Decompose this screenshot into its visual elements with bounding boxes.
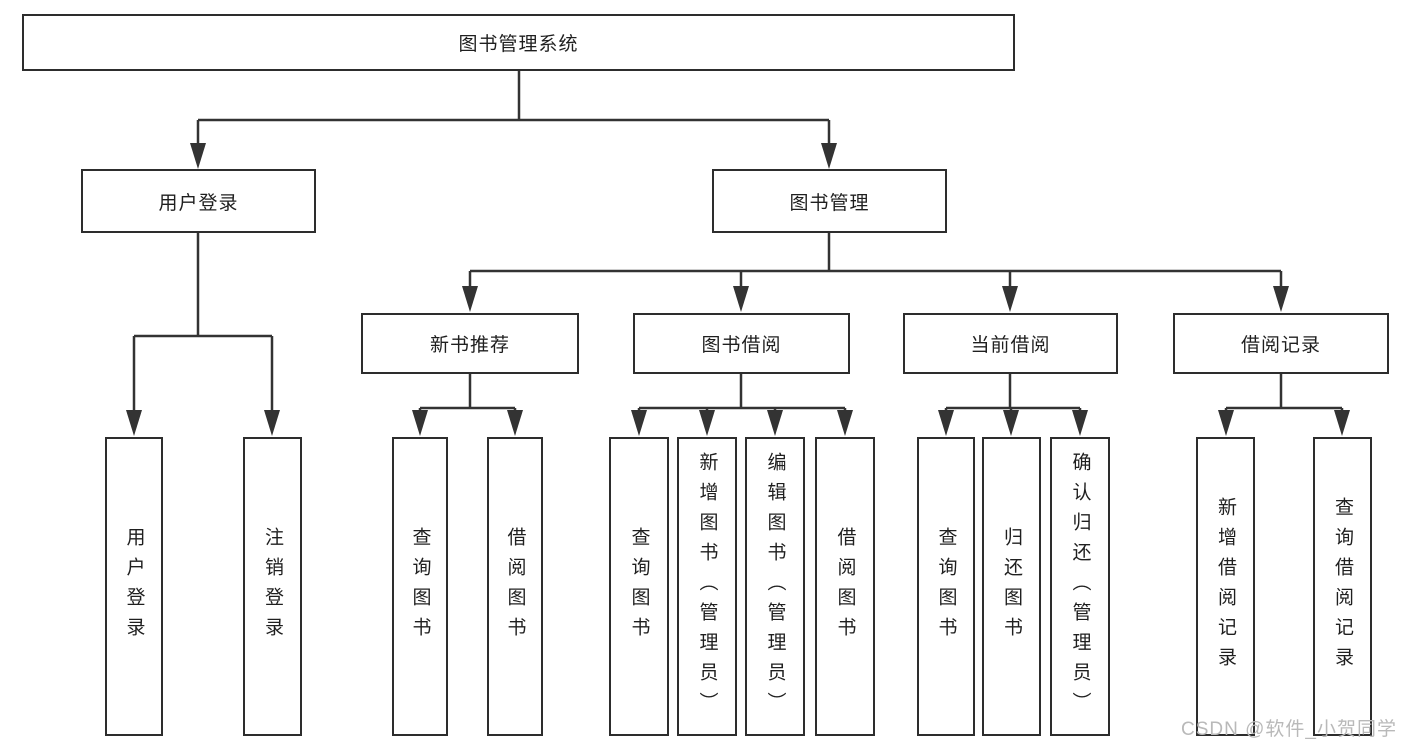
connector-current-borrow-to-leaves: [944, 374, 1082, 416]
leaf-query-borrow-record: 查询借阅记录: [1313, 437, 1372, 736]
leaf-label: 查询借阅记录: [1332, 496, 1353, 677]
connector-new-book-to-leaves: [418, 374, 517, 416]
connector-borrow-records-to-leaves: [1224, 374, 1344, 416]
leaf-query-books-borrow: 查询图书: [609, 437, 669, 736]
arrowhead: [462, 286, 478, 312]
leaf-add-book-admin: 新增图书（管理员）: [677, 437, 737, 736]
leaf-label: 归还图书: [1001, 526, 1022, 647]
leaf-label: 用户登录: [123, 526, 145, 647]
arrowhead: [1002, 286, 1018, 312]
node-root: 图书管理系统: [22, 14, 1015, 71]
arrowhead: [1273, 286, 1289, 312]
leaf-user-login: 用户登录: [105, 437, 163, 736]
arrowhead: [1072, 410, 1088, 436]
connector-book-borrow-to-leaves: [637, 374, 847, 416]
leaf-query-books-recommend: 查询图书: [392, 437, 448, 736]
arrowhead: [507, 410, 523, 436]
node-new-book-recommend: 新书推荐: [361, 313, 579, 374]
leaf-label: 查询图书: [628, 526, 650, 647]
leaf-label: 注销登录: [262, 526, 283, 647]
node-book-management: 图书管理: [712, 169, 947, 233]
arrowhead: [767, 410, 783, 436]
arrowhead: [938, 410, 954, 436]
arrowhead: [733, 286, 749, 312]
arrowhead: [1003, 410, 1019, 436]
arrowhead: [264, 410, 280, 436]
leaf-add-borrow-record: 新增借阅记录: [1196, 437, 1255, 736]
leaf-edit-book-admin: 编辑图书（管理员）: [745, 437, 805, 736]
arrowhead: [1218, 410, 1234, 436]
leaf-query-books-current: 查询图书: [917, 437, 975, 736]
node-book-management-label: 图书管理: [789, 192, 870, 214]
node-current-borrow-label: 当前借阅: [970, 335, 1051, 356]
leaf-borrow-books-recommend: 借阅图书: [487, 437, 543, 736]
arrowhead: [412, 410, 428, 436]
leaf-logout: 注销登录: [243, 437, 302, 736]
arrowhead: [699, 410, 715, 436]
arrowhead: [837, 410, 853, 436]
arrowhead: [821, 143, 837, 169]
node-user-login: 用户登录: [81, 169, 316, 233]
leaf-confirm-return-admin: 确认归还（管理员）: [1050, 437, 1110, 736]
watermark: CSDN @软件_小贺同学: [1181, 719, 1397, 740]
leaf-return-book: 归还图书: [982, 437, 1041, 736]
node-root-label: 图书管理系统: [458, 34, 579, 55]
arrowhead: [126, 410, 142, 436]
connector-root-to-level2: [196, 70, 831, 148]
node-new-book-recommend-label: 新书推荐: [429, 335, 510, 356]
leaf-label: 查询图书: [409, 526, 431, 647]
connector-book-management-to-level3: [468, 233, 1283, 290]
leaf-label: 新增图书（管理员）: [696, 451, 718, 722]
node-borrow-records: 借阅记录: [1173, 313, 1389, 374]
leaf-label: 借阅图书: [834, 526, 856, 647]
leaf-label: 新增借阅记录: [1215, 496, 1236, 677]
leaf-label: 借阅图书: [504, 526, 526, 647]
arrowhead: [1334, 410, 1350, 436]
leaf-borrow-books: 借阅图书: [815, 437, 875, 736]
connector-user-login-to-leaves: [132, 233, 274, 414]
node-book-borrow: 图书借阅: [633, 313, 850, 374]
node-borrow-records-label: 借阅记录: [1240, 335, 1321, 356]
node-user-login-label: 用户登录: [158, 192, 239, 214]
leaf-label: 查询图书: [935, 526, 957, 647]
arrowhead: [190, 143, 206, 169]
node-book-borrow-label: 图书借阅: [701, 335, 782, 356]
leaf-label: 编辑图书（管理员）: [764, 451, 786, 722]
leaf-label: 确认归还（管理员）: [1069, 451, 1091, 722]
arrowhead: [631, 410, 647, 436]
node-current-borrow: 当前借阅: [903, 313, 1118, 374]
